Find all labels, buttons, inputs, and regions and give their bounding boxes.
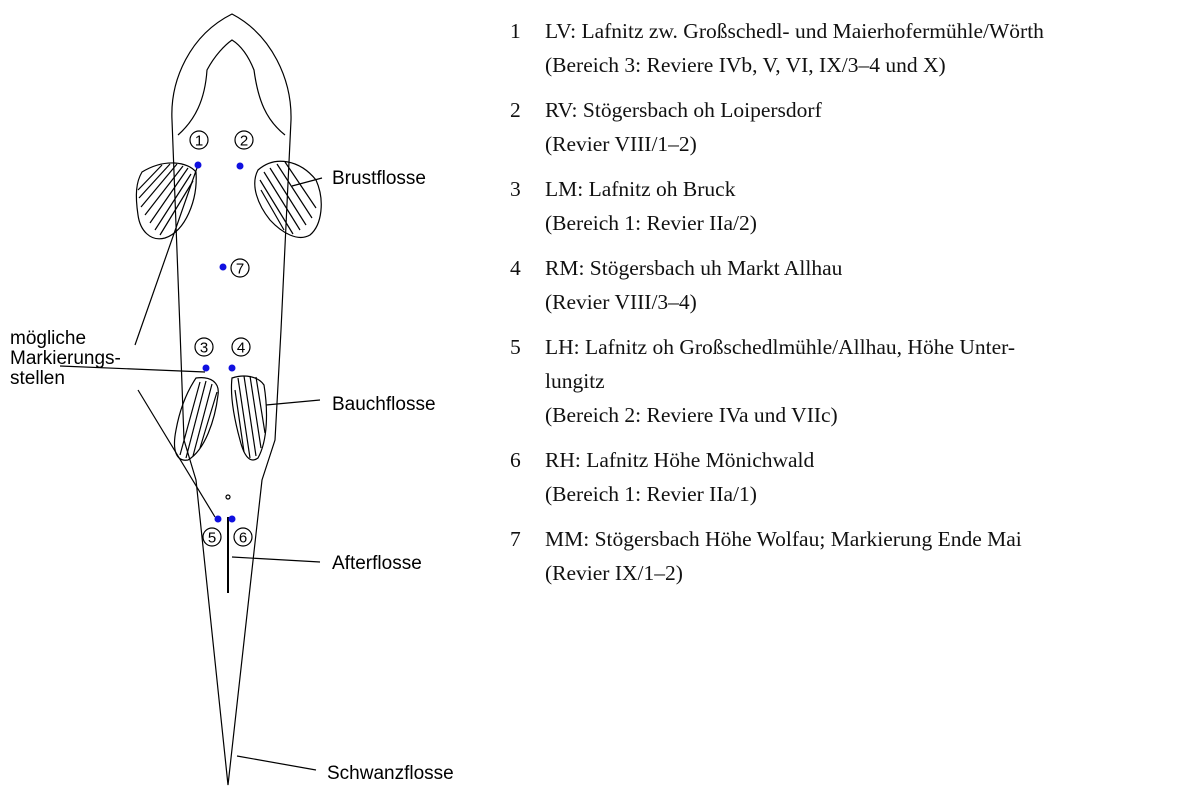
legend-subtext: (Revier IX/1–2)	[545, 556, 1190, 590]
marking-dot-3	[203, 365, 210, 372]
label-bauchflosse: Bauchflosse	[332, 394, 436, 415]
legend-text: RV: Stögersbach oh Loipersdorf	[545, 93, 1190, 127]
legend-text: LH: Lafnitz oh Großschedlmühle/Allhau, H…	[545, 330, 1190, 364]
marking-dot-6	[229, 516, 236, 523]
legend-text: RM: Stögersbach uh Markt Allhau	[545, 251, 1190, 285]
label-brustflosse: Brustflosse	[332, 168, 426, 189]
legend-item-4: 4 RM: Stögersbach uh Markt Allhau (Revie…	[510, 251, 1190, 319]
legend-text-continued: lungitz	[545, 364, 1190, 398]
legend-subtext: (Revier VIII/3–4)	[545, 285, 1190, 319]
fish-diagram: 1 2 7 3 4 5 6 Brustflosse Bauchflosse Af…	[0, 0, 480, 791]
legend-item-5: 5 LH: Lafnitz oh Großschedlmühle/Allhau,…	[510, 330, 1190, 432]
legend-subtext: (Revier VIII/1–2)	[545, 127, 1190, 161]
marking-dot-2	[237, 163, 244, 170]
legend-text: RH: Lafnitz Höhe Mönichwald	[545, 443, 1190, 477]
marker-number-7: 7	[236, 261, 244, 278]
legend-subtext: (Bereich 2: Reviere IVa und VIIc)	[545, 398, 1190, 432]
legend-number: 5	[510, 330, 521, 364]
leader-schwanzflosse	[237, 756, 316, 770]
left-pelvic-fin	[175, 378, 219, 461]
leader-afterflosse	[232, 557, 320, 562]
label-markierung-line-2: Markierungs-	[10, 348, 121, 369]
legend-item-1: 1 LV: Lafnitz zw. Großschedl- und Maierh…	[510, 14, 1190, 82]
marking-dot-4	[229, 365, 236, 372]
marking-dot-5	[215, 516, 222, 523]
legend-subtext: (Bereich 3: Reviere IVb, V, VI, IX/3–4 u…	[545, 48, 1190, 82]
legend-number: 1	[510, 14, 521, 48]
label-schwanzflosse: Schwanzflosse	[327, 763, 454, 784]
left-pectoral-fin	[136, 163, 196, 239]
marking-dot-1	[195, 162, 202, 169]
marking-dot-7	[220, 264, 227, 271]
marker-number-6: 6	[239, 530, 247, 547]
legend-list: 1 LV: Lafnitz zw. Großschedl- und Maierh…	[510, 14, 1190, 601]
leader-markierung-3	[138, 390, 215, 517]
legend-number: 3	[510, 172, 521, 206]
marker-number-1: 1	[195, 133, 203, 150]
legend-item-2: 2 RV: Stögersbach oh Loipersdorf (Revier…	[510, 93, 1190, 161]
fish-head-line	[178, 40, 285, 135]
legend-subtext: (Bereich 1: Revier IIa/1)	[545, 477, 1190, 511]
label-markierung-line-1: mögliche	[10, 328, 86, 349]
legend-number: 4	[510, 251, 521, 285]
leader-bauchflosse	[266, 400, 320, 405]
label-markierung-line-3: stellen	[10, 368, 65, 389]
legend-subtext: (Bereich 1: Revier IIa/2)	[545, 206, 1190, 240]
legend-item-3: 3 LM: Lafnitz oh Bruck (Bereich 1: Revie…	[510, 172, 1190, 240]
marker-number-2: 2	[240, 133, 248, 150]
marker-number-3: 3	[200, 340, 208, 357]
vent	[226, 495, 230, 499]
legend-number: 2	[510, 93, 521, 127]
legend-item-6: 6 RH: Lafnitz Höhe Mönichwald (Bereich 1…	[510, 443, 1190, 511]
marker-number-4: 4	[237, 340, 245, 357]
right-pelvic-fin	[231, 376, 266, 460]
legend-item-7: 7 MM: Stögersbach Höhe Wolfau; Markierun…	[510, 522, 1190, 590]
legend-number: 6	[510, 443, 521, 477]
legend-number: 7	[510, 522, 521, 556]
marker-number-5: 5	[208, 530, 216, 547]
legend-text: MM: Stögersbach Höhe Wolfau; Markierung …	[545, 522, 1190, 556]
legend-text: LM: Lafnitz oh Bruck	[545, 172, 1190, 206]
label-afterflosse: Afterflosse	[332, 553, 422, 574]
legend-text: LV: Lafnitz zw. Großschedl- und Maierhof…	[545, 14, 1190, 48]
